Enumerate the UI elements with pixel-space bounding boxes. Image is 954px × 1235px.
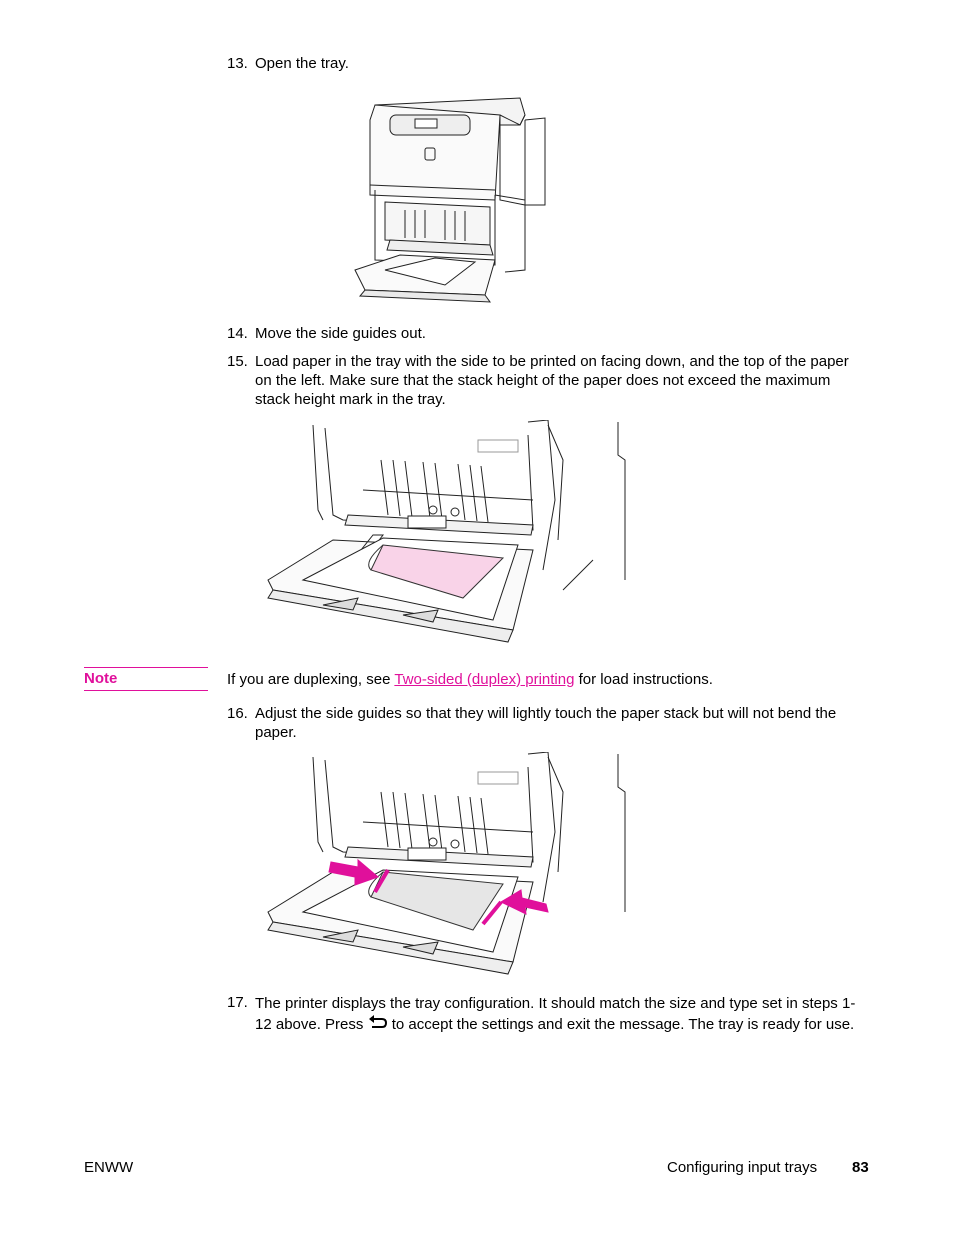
step-text: Load paper in the tray with the side to … [255,353,849,408]
step-number: 13. [227,55,248,72]
step-number: 17. [227,994,248,1011]
return-arrow-icon [368,1015,387,1028]
note-label: Note [84,667,208,691]
step-text-before: The printer displays the tray configurat… [255,995,856,1033]
note-before: If you are duplexing, see [227,671,391,688]
adjust-guides-illustration [267,752,626,975]
duplex-printing-link[interactable]: Two-sided (duplex) printing [394,671,575,688]
page-number: 83 [852,1159,869,1176]
step-text: Move the side guides out. [255,325,426,342]
step-text: Adjust the side guides so that they will… [255,705,837,741]
step-number: 14. [227,325,248,342]
load-paper-illustration [267,420,626,643]
footer-left: ENWW [84,1159,134,1176]
step-text: The printer displays the tray configurat… [255,993,865,1035]
note-text: If you are duplexing, see Two-sided (dup… [227,670,713,689]
footer-section: Configuring input trays [667,1159,818,1176]
printer-open-tray-illustration [354,97,546,303]
step-number: 15. [227,353,248,370]
step-text-after: to accept the settings and exit the mess… [391,1016,855,1033]
step-number: 16. [227,705,248,722]
note-after: for load instructions. [578,671,713,688]
step-text: Open the tray. [255,55,349,72]
